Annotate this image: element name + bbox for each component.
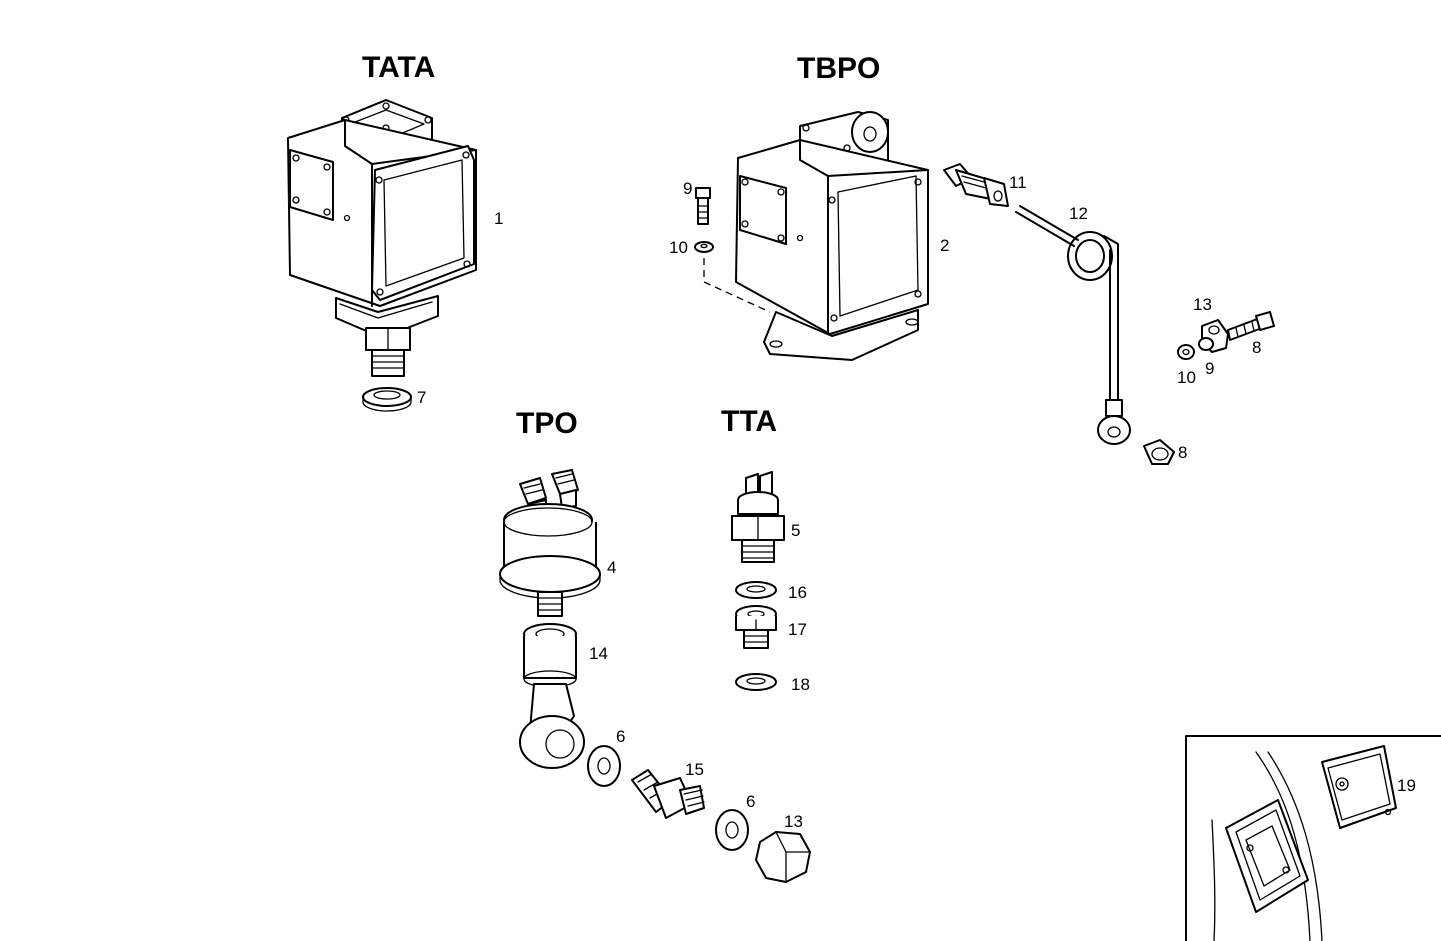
callout-8-lower: 8 xyxy=(1178,443,1187,462)
part-11-union xyxy=(943,163,1009,207)
callout-19: 19 xyxy=(1397,776,1416,795)
callout-11: 11 xyxy=(1009,173,1027,192)
callout-9-left: 9 xyxy=(683,179,692,198)
part-17-adapter xyxy=(735,605,777,649)
group-title-tta: TTA xyxy=(721,405,777,438)
callout-17: 17 xyxy=(788,620,807,639)
callout-12: 12 xyxy=(1069,204,1088,223)
group-title-tbpo: TBPO xyxy=(797,52,880,85)
group-title-tata: TATA xyxy=(362,51,435,84)
part-14-banjo-adapter xyxy=(519,623,585,769)
callout-10-right: 10 xyxy=(1177,368,1196,387)
part-2-tbpo-sender xyxy=(735,111,929,361)
part-6-washer-left xyxy=(587,745,621,787)
callout-8-upper: 8 xyxy=(1252,338,1261,357)
callout-4: 4 xyxy=(607,558,616,577)
group-title-tpo: TPO xyxy=(516,407,578,440)
callout-2: 2 xyxy=(940,236,949,255)
callout-10-left: 10 xyxy=(669,238,688,257)
part-4-pressure-sender xyxy=(499,469,601,617)
callout-1: 1 xyxy=(494,209,503,228)
part-9-bolt xyxy=(695,187,711,225)
part-7-washer xyxy=(362,387,412,412)
part-5-temperature-sender xyxy=(731,471,785,563)
callout-16: 16 xyxy=(788,583,807,602)
callout-7: 7 xyxy=(417,388,426,407)
inset-detail-part-19 xyxy=(1185,735,1441,941)
callout-14: 14 xyxy=(589,644,608,663)
callout-13-lower: 13 xyxy=(784,812,803,831)
part-15-banjo-bolt xyxy=(631,769,705,819)
callout-13-upper: 13 xyxy=(1193,295,1212,314)
callout-18: 18 xyxy=(791,675,810,694)
callout-5: 5 xyxy=(791,521,800,540)
assembly-line-10 xyxy=(703,258,771,313)
part-6-washer-right xyxy=(715,809,749,851)
part-16-washer xyxy=(735,581,777,599)
part-8-banjo-bolt xyxy=(1143,439,1175,465)
part-12-capillary-pipe xyxy=(1015,205,1131,445)
part-10-lock-washer xyxy=(694,241,714,253)
part-1-tata-sender xyxy=(287,99,477,377)
callout-15: 15 xyxy=(685,760,704,779)
part-18-washer xyxy=(735,673,777,691)
callout-6-right: 6 xyxy=(746,792,755,811)
part-13-clamp-set xyxy=(1177,311,1275,360)
callout-9-right: 9 xyxy=(1205,359,1214,378)
callout-6-left: 6 xyxy=(616,727,625,746)
part-13-cap-nut xyxy=(755,831,811,883)
